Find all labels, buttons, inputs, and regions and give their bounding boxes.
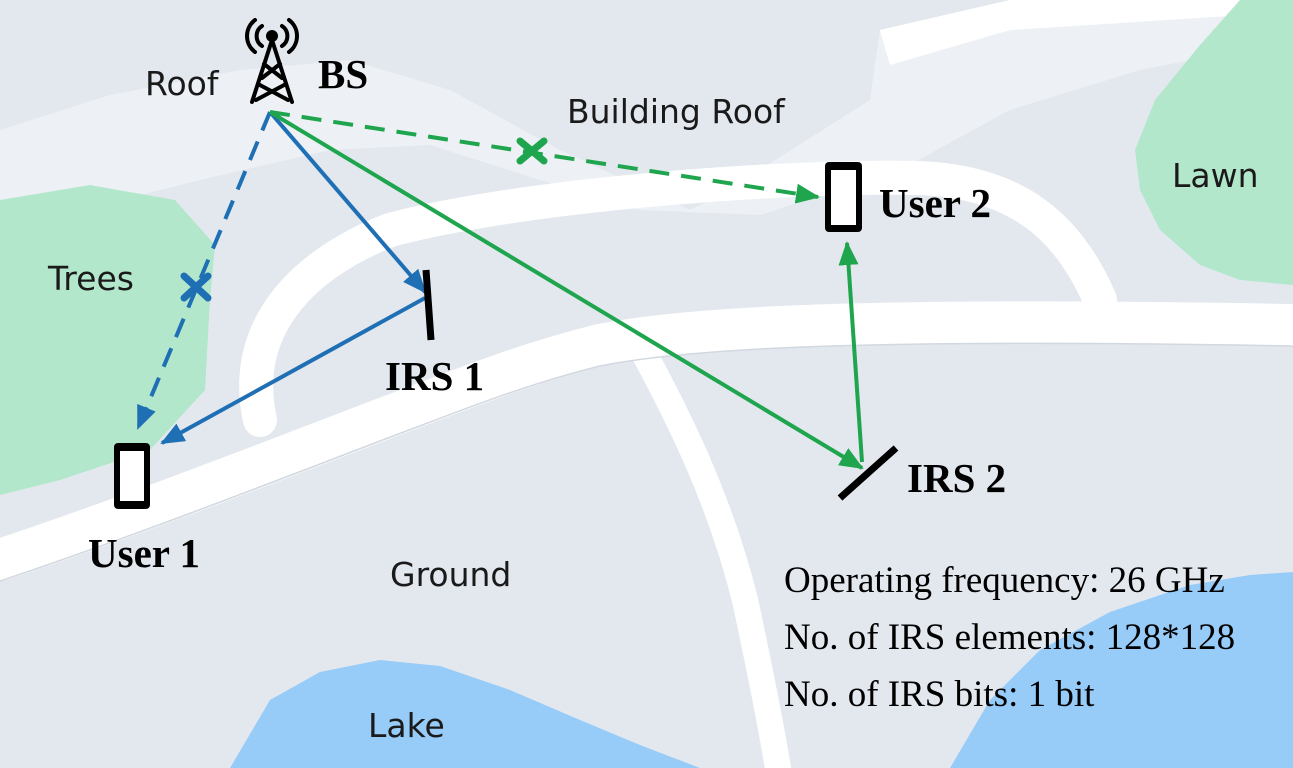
road-network xyxy=(0,160,1293,768)
link-bs-user2-blocked xyxy=(269,110,820,204)
link-bs-irs1 xyxy=(268,110,427,294)
irs2-icon xyxy=(837,445,899,501)
building-edge xyxy=(880,0,1293,65)
irs1-label: IRS 1 xyxy=(385,353,485,399)
building-roof-label: Building Roof xyxy=(567,92,785,131)
user2-label: User 2 xyxy=(879,180,991,226)
link-bs-user1-blocked xyxy=(136,111,272,430)
trees-area xyxy=(0,185,215,495)
road-edge xyxy=(0,342,1293,582)
base-station-icon xyxy=(245,18,299,104)
user1-label: User 1 xyxy=(88,530,200,576)
irs2-label: IRS 2 xyxy=(907,455,1007,501)
lawn-area xyxy=(1135,0,1293,285)
lawn-label: Lawn xyxy=(1172,156,1259,195)
link-bs-irs2 xyxy=(268,110,864,470)
param-irs-elements: No. of IRS elements: 128*128 xyxy=(784,617,1236,658)
roof-label: Roof xyxy=(145,64,219,103)
user2-phone-icon xyxy=(825,162,862,232)
ground-label: Ground xyxy=(390,555,512,594)
user1-phone-icon xyxy=(114,443,150,509)
blocked-marker-building xyxy=(516,137,548,165)
building-roof-area xyxy=(0,0,1293,230)
link-irs2-user2 xyxy=(838,241,864,463)
link-irs1-user1 xyxy=(160,296,426,445)
trees-label: Trees xyxy=(48,259,134,298)
bs-label: BS xyxy=(318,51,369,97)
lake-area-right xyxy=(950,572,1293,768)
lake-label: Lake xyxy=(368,706,445,745)
blocked-marker-trees xyxy=(180,272,212,302)
param-irs-bits: No. of IRS bits: 1 bit xyxy=(784,674,1095,715)
irs1-icon xyxy=(422,269,435,341)
lake-area xyxy=(230,660,700,768)
param-frequency: Operating frequency: 26 GHz xyxy=(784,560,1225,601)
